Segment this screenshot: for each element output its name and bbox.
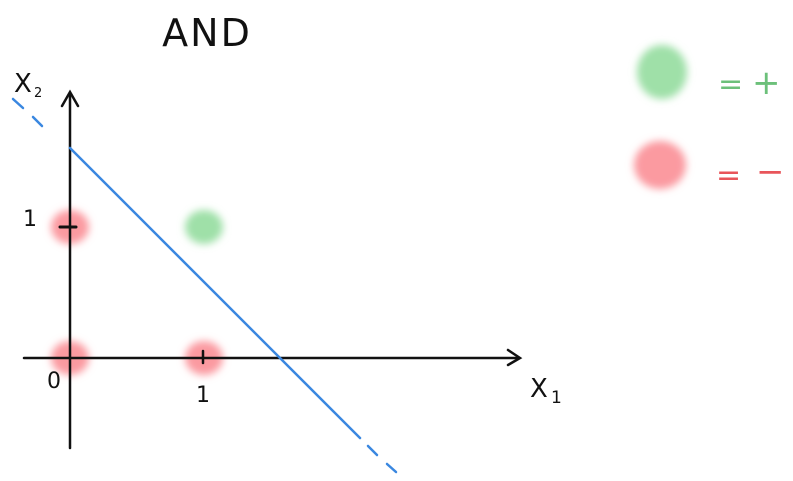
legend-positive-label: + — [752, 63, 781, 103]
decision-line-dash — [11, 97, 25, 110]
decision-boundary — [11, 97, 398, 474]
legend-negative-swatch — [634, 141, 686, 189]
legend-negative-label: − — [756, 152, 785, 192]
legend: = + = − — [634, 45, 785, 193]
decision-line-dash — [366, 444, 379, 457]
x1-axis-arrowhead — [506, 348, 523, 367]
axes — [22, 89, 523, 450]
x1-axis-subscript: 1 — [551, 388, 562, 408]
decision-line-dash — [385, 462, 398, 474]
origin-label: 0 — [47, 369, 61, 394]
x1-tick-label: 1 — [196, 383, 210, 408]
diagram-title: AND — [162, 11, 252, 55]
legend-positive-equals: = — [718, 67, 743, 102]
decision-line — [68, 146, 362, 440]
legend-positive-swatch — [637, 45, 687, 99]
x1-axis-label: X — [530, 374, 548, 404]
legend-negative-equals: = — [716, 158, 741, 193]
positive-point-3 — [185, 210, 223, 244]
data-points — [51, 210, 223, 375]
x2-axis-label: X — [14, 69, 32, 99]
decision-line-dash — [31, 115, 44, 128]
x2-tick-label: 1 — [23, 207, 37, 232]
x2-axis-subscript: 2 — [34, 86, 42, 101]
x2-axis-arrowhead — [60, 89, 80, 108]
